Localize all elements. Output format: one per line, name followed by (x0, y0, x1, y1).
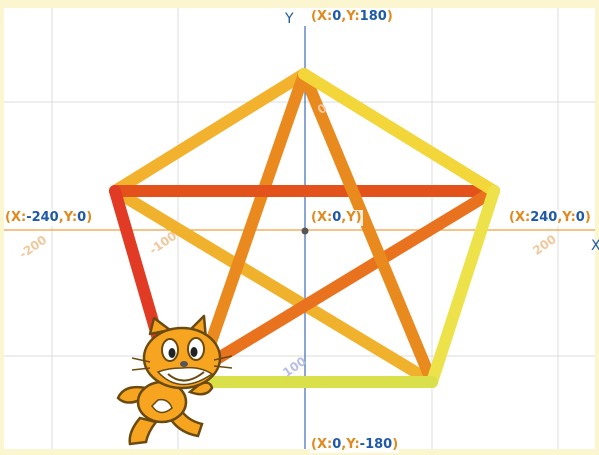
pen-line-8 (298, 68, 500, 197)
cat-sprite[interactable] (116, 314, 233, 446)
pen-line-2 (109, 185, 438, 388)
y-axis-letter: Y (285, 11, 294, 27)
coord-label-left: (X:-240,Y:0) (4, 210, 94, 226)
coord-label-right: (X:240,Y:0) (508, 210, 592, 226)
coord-label-center: (X:0,Y) (310, 210, 363, 226)
stage-border-top (0, 0, 599, 8)
pen-line-9 (426, 185, 500, 388)
pen-line-1 (109, 68, 310, 197)
coord-label-bottom: (X:0,Y:-180) (310, 437, 400, 453)
pen-line-5 (196, 185, 500, 374)
pentagram-drawing (109, 68, 500, 388)
stage-border-bottom (0, 449, 599, 455)
pen-line-3 (196, 68, 310, 374)
pen-line-6 (298, 68, 438, 388)
origin-dot (301, 227, 309, 235)
stage-border-left (0, 0, 4, 455)
x-axis-letter: X (591, 238, 599, 254)
coord-label-top: (X:0,Y:180) (310, 9, 394, 25)
stage-border-right (595, 0, 599, 455)
